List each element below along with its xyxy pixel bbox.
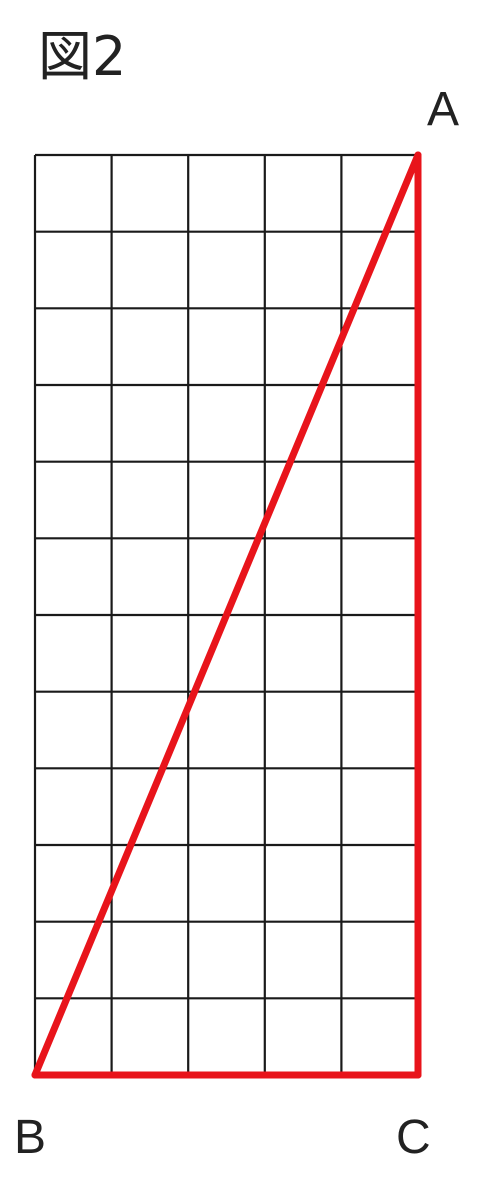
vertex-label-a: A <box>427 83 460 136</box>
vertex-label-b: B <box>14 1111 47 1164</box>
figure-title: 図2 <box>38 25 127 88</box>
triangle-abc <box>31 151 422 1079</box>
edge-ab <box>31 151 422 1079</box>
vertex-label-c: C <box>396 1111 431 1164</box>
